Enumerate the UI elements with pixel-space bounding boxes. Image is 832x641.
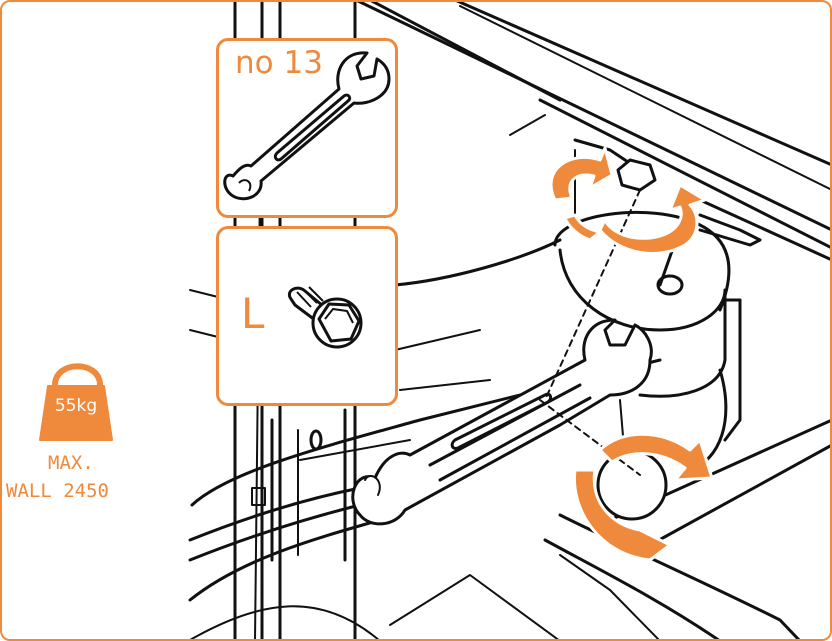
bolt-code-label: L: [241, 289, 265, 338]
open-end-wrench-icon: [223, 51, 391, 201]
open-end-wrench-icon: [351, 318, 653, 526]
chair-base-arm: [188, 149, 832, 641]
weight-value: 55kg: [54, 396, 98, 416]
wall-label: WALL 2450: [6, 480, 109, 502]
upper-panel: [354, 0, 832, 262]
bolt-hole: [656, 274, 684, 296]
tighten-arrow-icon: [572, 432, 714, 562]
vertical-tube: [251, 408, 347, 562]
max-label: MAX.: [48, 452, 94, 474]
bolt-callout: L: [216, 226, 398, 406]
kettlebell-weight-icon: [39, 363, 113, 441]
wrench-size-label: no 13: [235, 45, 323, 81]
wrench-callout: no 13: [216, 38, 398, 218]
alignment-guide: [539, 189, 641, 476]
flange-bolt-icon: [596, 158, 668, 521]
base-floor: [189, 554, 661, 641]
tighten-arrow-icon: [549, 146, 707, 255]
flange-bolt-icon: [288, 286, 363, 349]
